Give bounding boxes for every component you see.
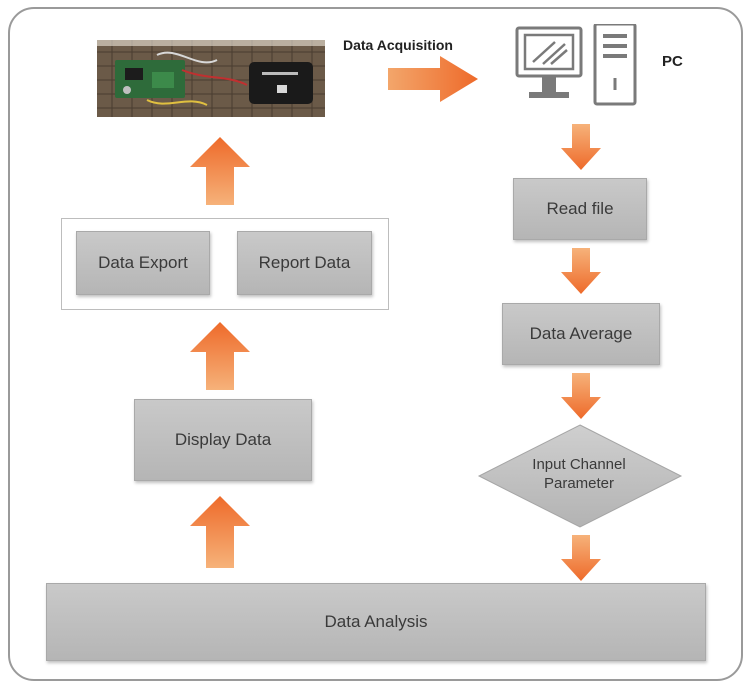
down-arrow-to-average bbox=[561, 248, 601, 294]
data-average-box: Data Average bbox=[502, 303, 660, 365]
input-channel-diamond bbox=[477, 424, 683, 528]
down-arrow-to-analysis bbox=[561, 535, 601, 581]
pc-label: PC bbox=[662, 53, 683, 70]
report-data-box: Report Data bbox=[237, 231, 372, 295]
input-channel-line1: Input Channel bbox=[532, 456, 626, 473]
down-arrow-to-input-channel bbox=[561, 373, 601, 419]
display-data-box: Display Data bbox=[134, 399, 312, 481]
hardware-photo bbox=[97, 40, 325, 117]
acquisition-arrow bbox=[388, 56, 478, 102]
up-arrow-to-hardware bbox=[190, 137, 250, 205]
input-channel-line2: Parameter bbox=[543, 475, 615, 492]
down-arrow-to-read-file bbox=[561, 124, 601, 170]
up-arrow-to-export bbox=[190, 322, 250, 390]
pc-icon bbox=[515, 24, 637, 106]
read-file-box: Read file bbox=[513, 178, 647, 240]
data-export-box: Data Export bbox=[76, 231, 210, 295]
input-channel-parameter-label: Input Channel Parameter bbox=[477, 455, 681, 493]
data-acquisition-label: Data Acquisition bbox=[343, 37, 453, 53]
up-arrow-to-display bbox=[190, 496, 250, 568]
data-analysis-box: Data Analysis bbox=[46, 583, 706, 661]
